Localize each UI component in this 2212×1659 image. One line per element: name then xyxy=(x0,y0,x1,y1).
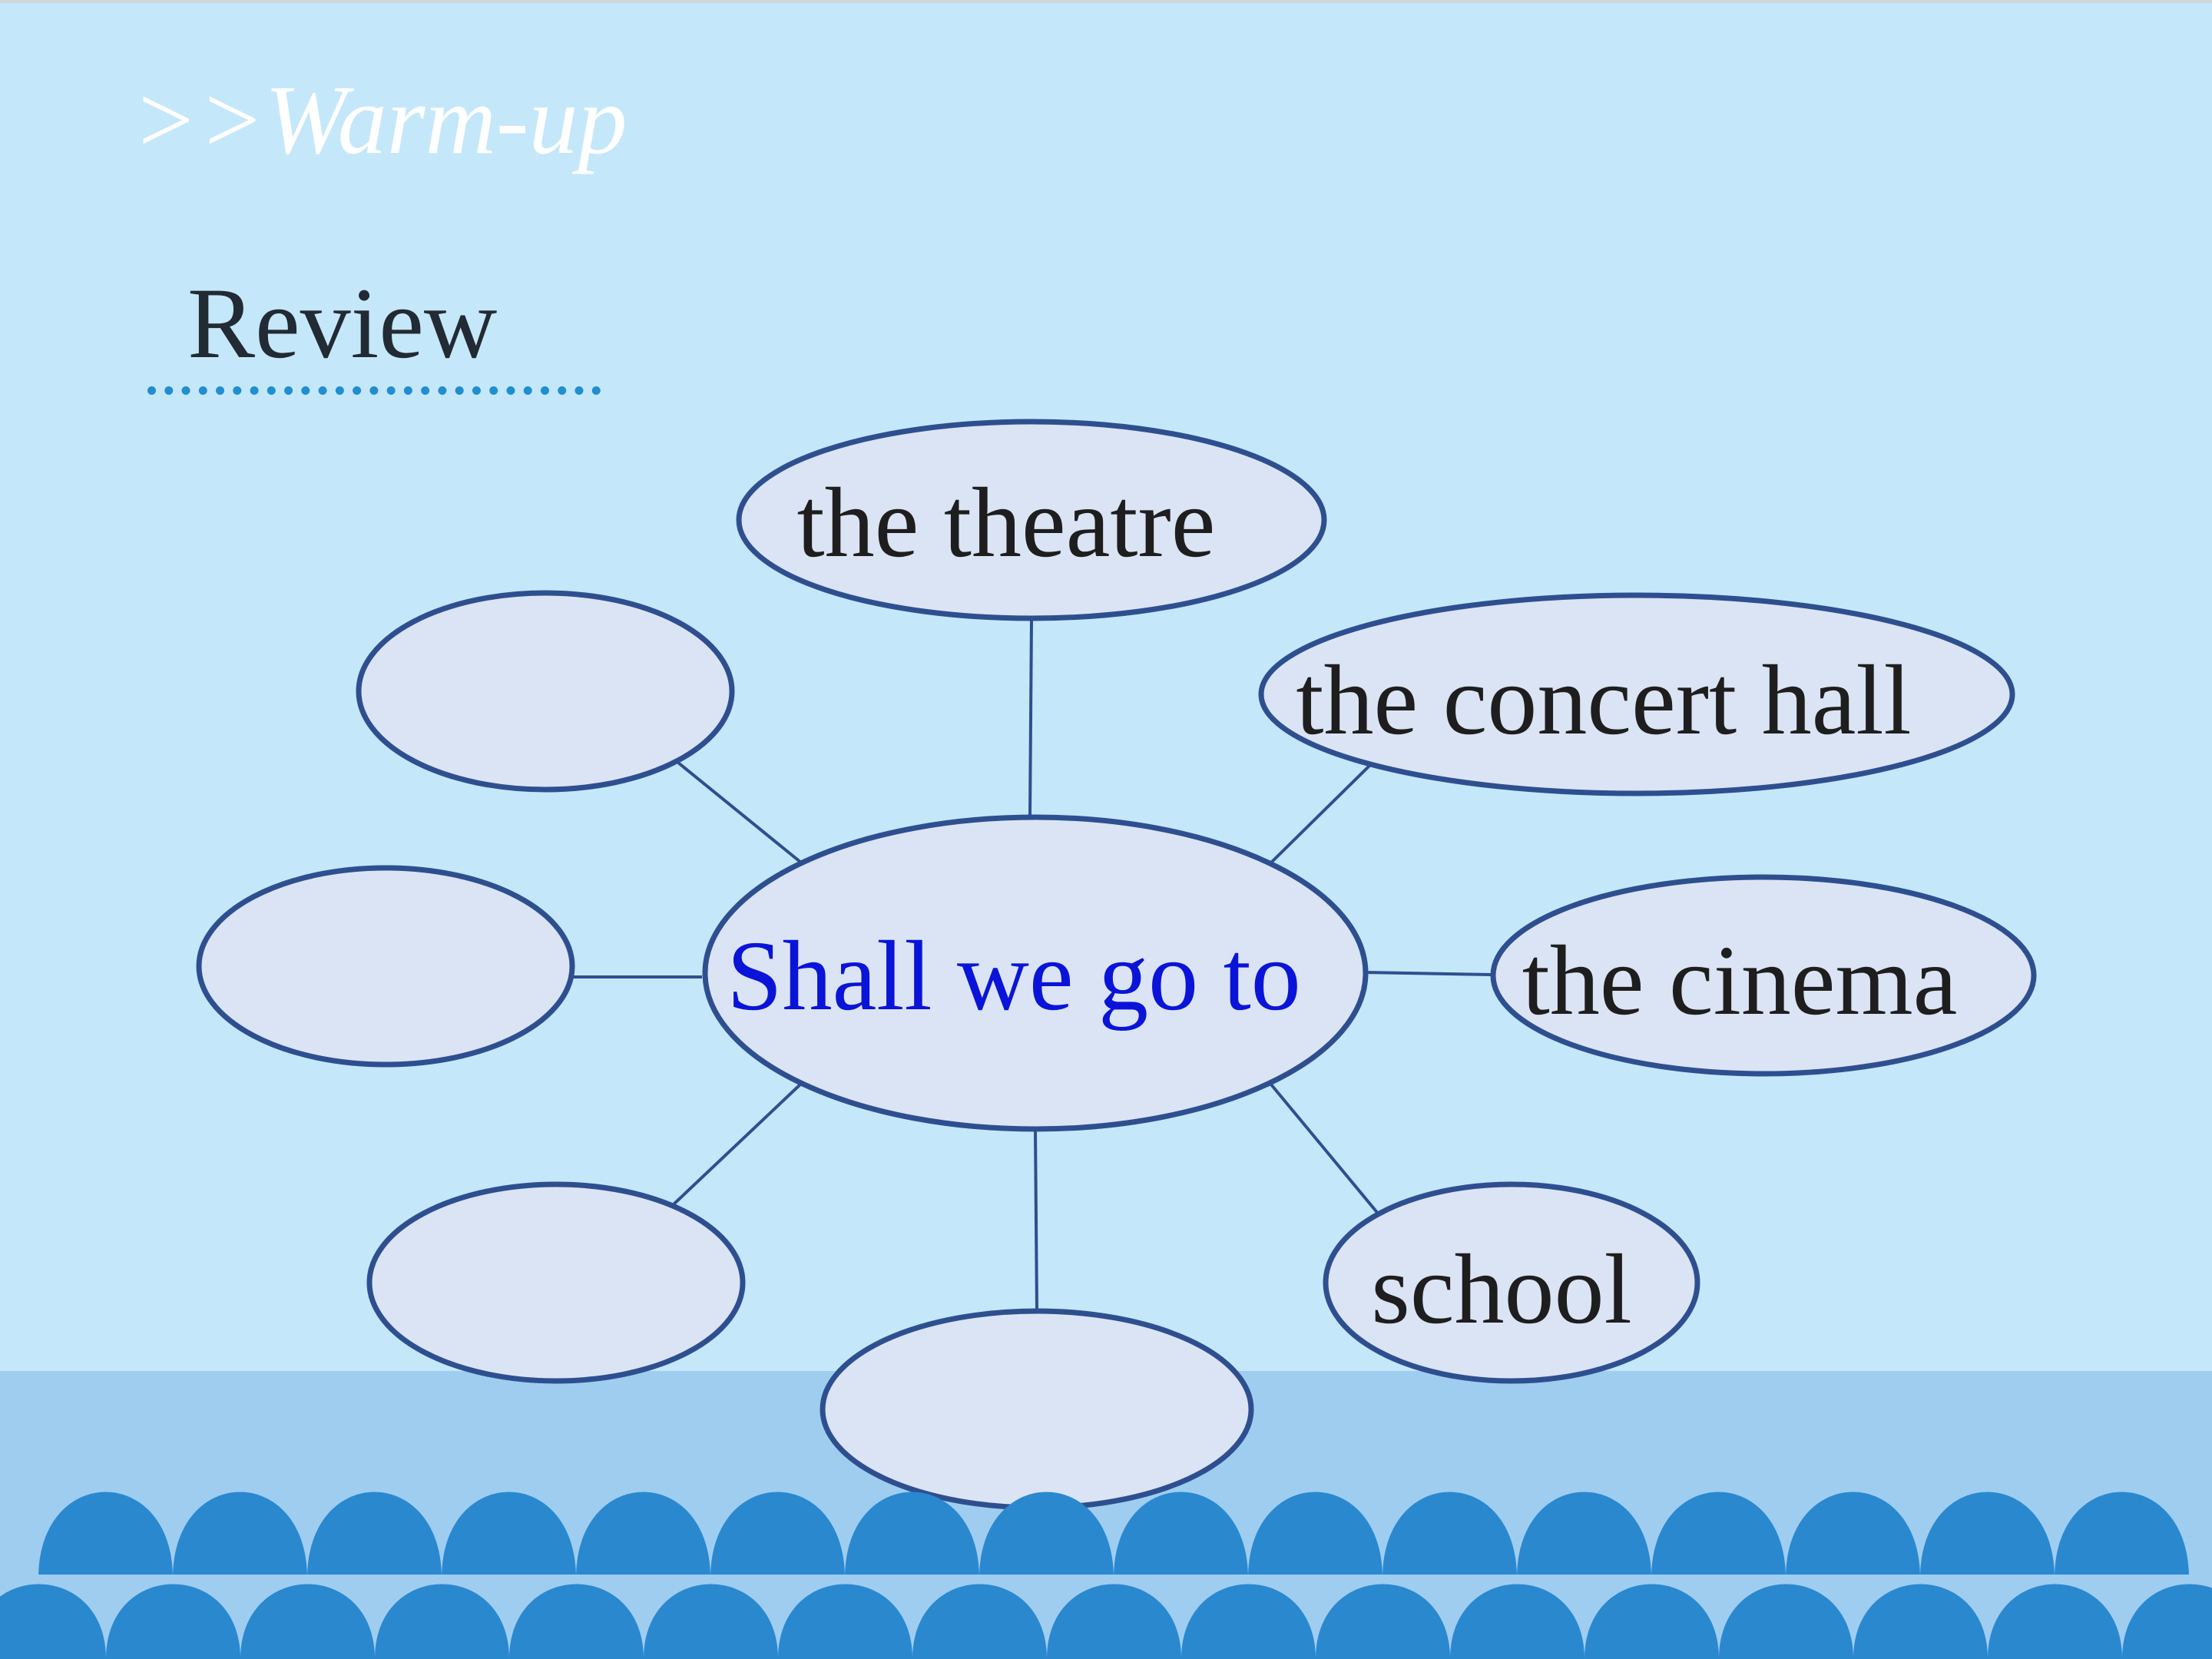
node-label-cinema: the cinema xyxy=(1522,926,1958,1036)
hub-label: Shall we go to xyxy=(727,921,1300,1031)
wave-scallop xyxy=(1114,1492,1248,1578)
connector-bottom xyxy=(1034,1129,1038,1312)
wave-scallop xyxy=(0,1584,106,1659)
wave-scallop xyxy=(1719,1584,1853,1659)
bubble-bottom-left xyxy=(366,1181,746,1384)
bubble-left xyxy=(196,865,575,1068)
bubble-top-left xyxy=(356,590,735,793)
wave-scallop xyxy=(644,1584,778,1659)
wave-scallop xyxy=(375,1584,509,1659)
wave-scallop xyxy=(1584,1584,1719,1659)
connectors xyxy=(572,618,1492,1312)
wave-row-top xyxy=(38,1492,2189,1578)
node-concert-hall: the concert hall xyxy=(1258,592,2015,796)
wave-row-gap xyxy=(0,1575,2212,1584)
wave-decoration xyxy=(0,1492,2212,1659)
hub: Shall we go to xyxy=(702,814,1369,1132)
wave-row-bottom xyxy=(0,1584,2212,1659)
bubble-cinema xyxy=(1490,874,2037,1077)
wave-scallop xyxy=(1450,1584,1584,1659)
node-theatre: the theatre xyxy=(736,419,1327,621)
node-bottom-left xyxy=(366,1181,746,1384)
bubble-school xyxy=(1323,1181,1700,1384)
node-bottom xyxy=(820,1308,1254,1511)
wave-scallop xyxy=(442,1492,576,1578)
wave-scallop xyxy=(1853,1584,1988,1659)
wave-scallop xyxy=(38,1492,173,1578)
connector-theatre xyxy=(1028,618,1033,817)
wave-scallop xyxy=(1786,1492,1920,1578)
connector-cinema xyxy=(1365,971,1492,976)
bubble-concert-hall xyxy=(1258,592,2015,796)
section-title: >>Warm-up xyxy=(132,65,628,174)
wave-scallop xyxy=(1517,1492,1651,1578)
connector-concert-hall xyxy=(1270,764,1371,864)
wave-scallop xyxy=(1651,1492,1786,1578)
wave-scallop xyxy=(173,1492,307,1578)
hub-bubble xyxy=(702,814,1369,1132)
review-heading: Review xyxy=(187,267,498,379)
wave-scallop xyxy=(106,1584,240,1659)
connector-school xyxy=(1270,1083,1380,1216)
wave-scallop xyxy=(1920,1492,2055,1578)
wave-scallop xyxy=(912,1584,1047,1659)
node-label-school: school xyxy=(1371,1234,1631,1345)
wave-scallop xyxy=(979,1492,1114,1578)
wave-scallop xyxy=(1382,1492,1517,1578)
wave-scallop xyxy=(240,1584,375,1659)
wave-scallop xyxy=(1988,1584,2122,1659)
wave-scallop xyxy=(1047,1584,1181,1659)
wave-scallop xyxy=(778,1584,912,1659)
wave-scallop xyxy=(307,1492,442,1578)
wave-scallop xyxy=(1316,1584,1450,1659)
bubble-bottom xyxy=(820,1308,1254,1511)
wave-scallop xyxy=(710,1492,845,1578)
wave-scallop xyxy=(509,1584,644,1659)
review-underline xyxy=(147,386,601,395)
wave-scallop xyxy=(845,1492,979,1578)
wave-scallop xyxy=(576,1492,710,1578)
node-label-concert-hall: the concert hall xyxy=(1296,645,1911,756)
wave-scallop xyxy=(2122,1584,2212,1659)
node-school: school xyxy=(1323,1181,1700,1384)
wave-scallop xyxy=(1248,1492,1382,1578)
wave-scallop xyxy=(2055,1492,2189,1578)
connector-top-left xyxy=(677,761,803,864)
node-top-left xyxy=(356,590,735,793)
wave-scallop xyxy=(1181,1584,1316,1659)
node-cinema: the cinema xyxy=(1490,874,2037,1077)
node-left xyxy=(196,865,575,1068)
connector-bottom-left xyxy=(672,1082,803,1206)
bubble-theatre xyxy=(736,419,1327,621)
node-label-theatre: the theatre xyxy=(797,468,1216,578)
top-border xyxy=(0,0,2212,3)
